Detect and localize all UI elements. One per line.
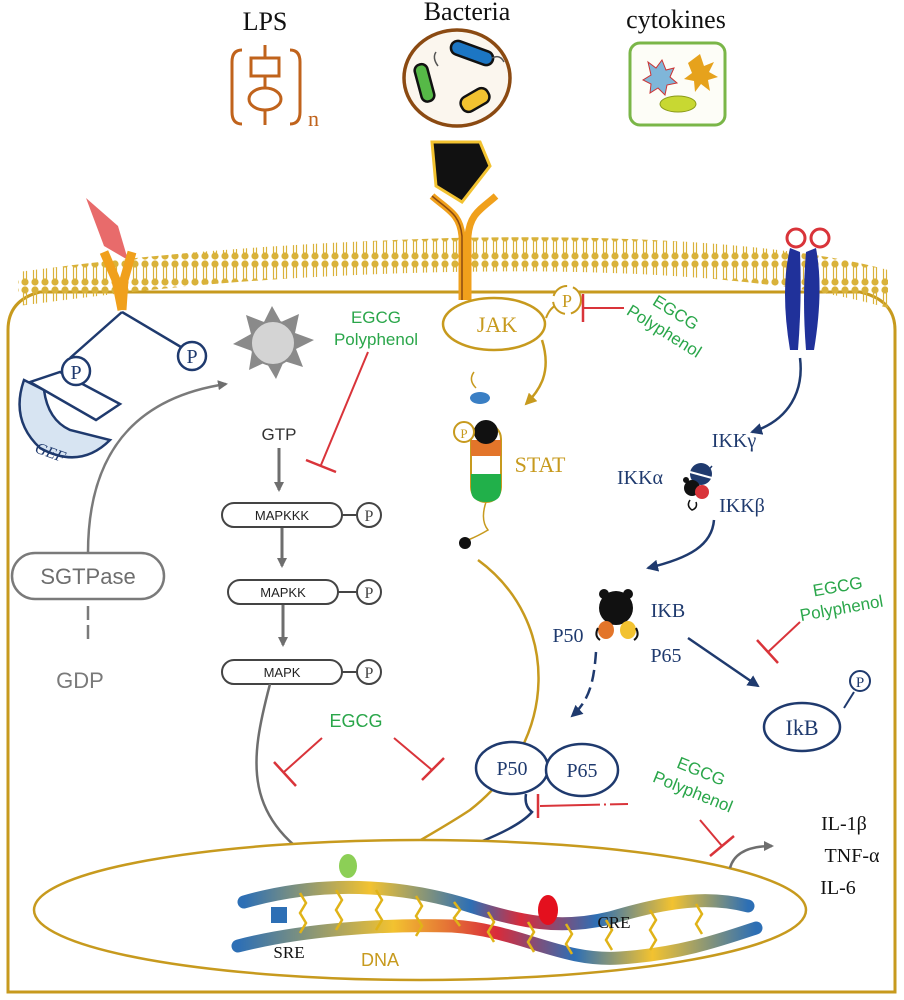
mapkk-phospho-label: P xyxy=(365,585,374,602)
dimer-to-nucleus-line xyxy=(479,793,534,844)
jak-label: JAK xyxy=(477,312,517,337)
cell-membrane xyxy=(18,237,888,308)
bacteria-label: Bacteria xyxy=(424,0,511,26)
left-receptor xyxy=(86,198,137,311)
egcg-mapk-inhibit-bar xyxy=(305,458,337,474)
stat-to-nucleus-arrow xyxy=(380,558,540,866)
p50-label: P50 xyxy=(552,625,583,647)
right-receptor xyxy=(785,227,831,350)
gdp-label: GDP xyxy=(56,668,104,693)
free-ikb-phospho-label: P xyxy=(856,675,864,691)
egcg-ikb-inhibit-bar xyxy=(756,639,779,664)
ikb-complex-label: IKB xyxy=(651,600,685,622)
tnfa-label: TNF-α xyxy=(825,845,880,867)
mapkkk-label: MAPKKK xyxy=(255,508,310,523)
egcg-center-inhibit-left-bar xyxy=(273,761,297,787)
il6-label: IL-6 xyxy=(820,877,856,899)
cytokines-label: cytokines xyxy=(626,5,726,34)
egcg-ikb-inhibit-line xyxy=(767,621,801,653)
egcg-mapk-inhibit-line xyxy=(320,351,369,466)
receptor-link-lines xyxy=(69,310,187,359)
dna-label: DNA xyxy=(361,950,399,970)
dna-strand-top xyxy=(237,880,755,931)
mapkk-label: MAPKK xyxy=(260,585,306,600)
gef-phospho-label: P xyxy=(70,362,81,384)
receptor-phospho-label: P xyxy=(186,346,197,368)
mapkkk-phospho-badge xyxy=(356,502,382,528)
cre-binding-factor xyxy=(538,895,558,925)
ikb-release-arrow xyxy=(687,636,760,688)
ikk-complex xyxy=(683,463,713,511)
free-ikb-phospho-link xyxy=(843,691,855,709)
lps-icon xyxy=(230,45,302,126)
il1b-label: IL-1β xyxy=(821,813,867,835)
egcg-center-inhibit-right-line xyxy=(393,737,433,771)
egcg-mapk-label-1: EGCG xyxy=(351,308,401,327)
dna-base-pairs xyxy=(298,889,704,955)
lps-repeat-subscript: n xyxy=(308,106,319,131)
ikk-gamma-label: IKKγ xyxy=(712,430,757,452)
bacteria-icon xyxy=(402,28,512,128)
ikk-alpha-label: IKKα xyxy=(617,467,664,489)
ikk-to-ikb-arrow xyxy=(646,519,716,572)
lps-label: LPS xyxy=(243,7,288,36)
egcg-nucleus-inhibit-line xyxy=(699,819,723,847)
cre-label: CRE xyxy=(597,913,630,932)
receptor-phospho-badge xyxy=(176,340,208,372)
jak-to-stat-arrow xyxy=(524,339,547,406)
dimer-p50-label: P50 xyxy=(496,758,527,780)
gtp-label: GTP xyxy=(262,425,297,444)
egcg-mapk-label-2: Polyphenol xyxy=(334,330,418,349)
egcg-center-inhibit-right-bar xyxy=(421,757,445,781)
jak-phospho-label: P xyxy=(562,291,572,311)
egcg-nucleus-inhibit-bar xyxy=(709,835,735,857)
jak-phospho-badge xyxy=(552,285,582,315)
p65-label: P65 xyxy=(650,645,681,667)
stat-molecule xyxy=(453,371,502,549)
gef-complex xyxy=(18,355,123,459)
egcg-center-inhibit-left-line xyxy=(283,737,323,773)
egcg-ikb-label-2: Polyphenol xyxy=(798,592,884,625)
jak-ellipse xyxy=(441,296,547,352)
g-protein-star xyxy=(233,306,314,379)
sgtpase-label: SGTPase xyxy=(40,564,135,589)
mapk-phospho-label: P xyxy=(365,665,374,682)
free-ikb-label: IkB xyxy=(786,715,819,740)
free-ikb-phospho-badge xyxy=(849,670,871,692)
ikb-complex xyxy=(595,589,639,641)
free-ikb-ellipse xyxy=(762,701,842,753)
stat-label: STAT xyxy=(515,452,566,477)
egcg-center-label: EGCG xyxy=(329,711,382,731)
egcg-nucleus-label-group: EGCG Polyphenol xyxy=(650,753,735,816)
mapkk-phospho-badge xyxy=(356,579,382,605)
dimer-p65-label: P65 xyxy=(566,760,597,782)
cytokines-icon xyxy=(628,41,727,127)
mapk-label: MAPK xyxy=(264,665,301,680)
dimer-p65-ellipse xyxy=(544,742,620,798)
ikk-beta-label: IKKβ xyxy=(719,495,765,517)
mapkkk-phospho-label: P xyxy=(365,508,374,525)
sre-label: SRE xyxy=(273,943,304,962)
egcg-ikb-label-group: EGCG Polyphenol Polyphenol xyxy=(798,573,884,625)
egcg-dimer-inhibit-line xyxy=(539,803,629,807)
dna-strand-bottom xyxy=(231,919,763,965)
mapk-phospho-badge xyxy=(356,659,382,685)
receptor-to-ikk-arrow xyxy=(750,357,802,435)
egcg-jak-label-group: EGCG Polyphenol xyxy=(623,291,704,361)
nucleus-green-factor xyxy=(339,854,357,878)
sre-marker xyxy=(271,907,287,923)
ikb-to-dimer-arrow xyxy=(570,651,598,718)
cytokine-output-arrow xyxy=(728,841,774,869)
stat-phospho-label: P xyxy=(460,426,467,441)
sgtpase-to-gprotein-arrow xyxy=(86,380,228,554)
center-receptor xyxy=(429,140,499,300)
